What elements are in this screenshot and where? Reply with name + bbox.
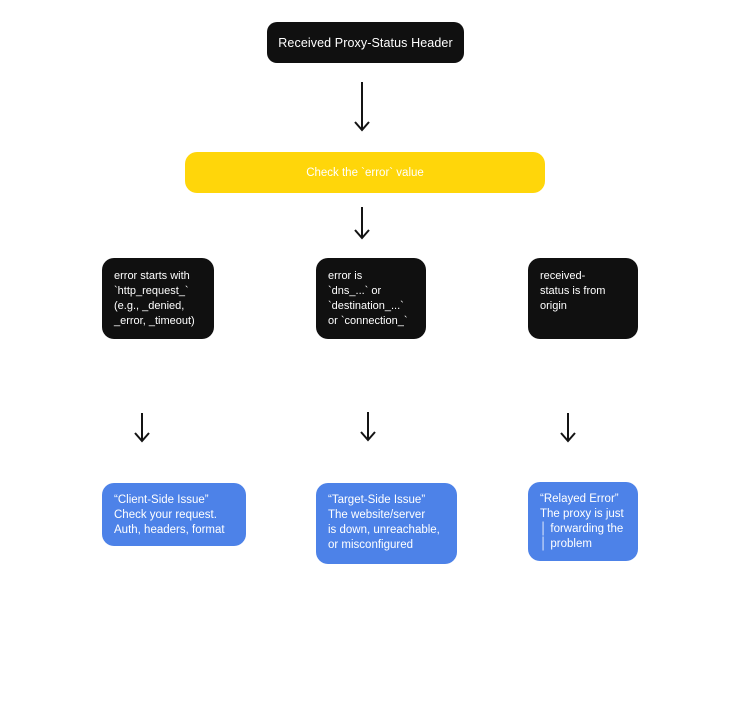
arrow-down-start-to-decision — [354, 82, 370, 132]
node-decision-check-error-value: Check the `error` value — [185, 152, 545, 193]
arrow-down-decision-to-conditions — [354, 207, 370, 240]
node-outcome-target-side-issue: “Target-Side Issue” The website/server i… — [316, 483, 457, 564]
node-condition-dns-destination-connection-error: error is `dns_...` or `destination_...` … — [316, 258, 426, 339]
arrow-down-condition2-to-outcome2 — [360, 412, 376, 442]
node-start-received-proxy-status-header: Received Proxy-Status Header — [267, 22, 464, 63]
arrow-down-condition3-to-outcome3 — [560, 413, 576, 443]
node-outcome-relayed-error: “Relayed Error” The proxy is just │ forw… — [528, 482, 638, 561]
node-outcome-client-side-issue: “Client-Side Issue” Check your request. … — [102, 483, 246, 546]
arrow-down-condition1-to-outcome1 — [134, 413, 150, 443]
node-condition-http-request-error: error starts with `http_request_` (e.g.,… — [102, 258, 214, 339]
node-condition-received-status-from-origin: received- status is from origin — [528, 258, 638, 339]
